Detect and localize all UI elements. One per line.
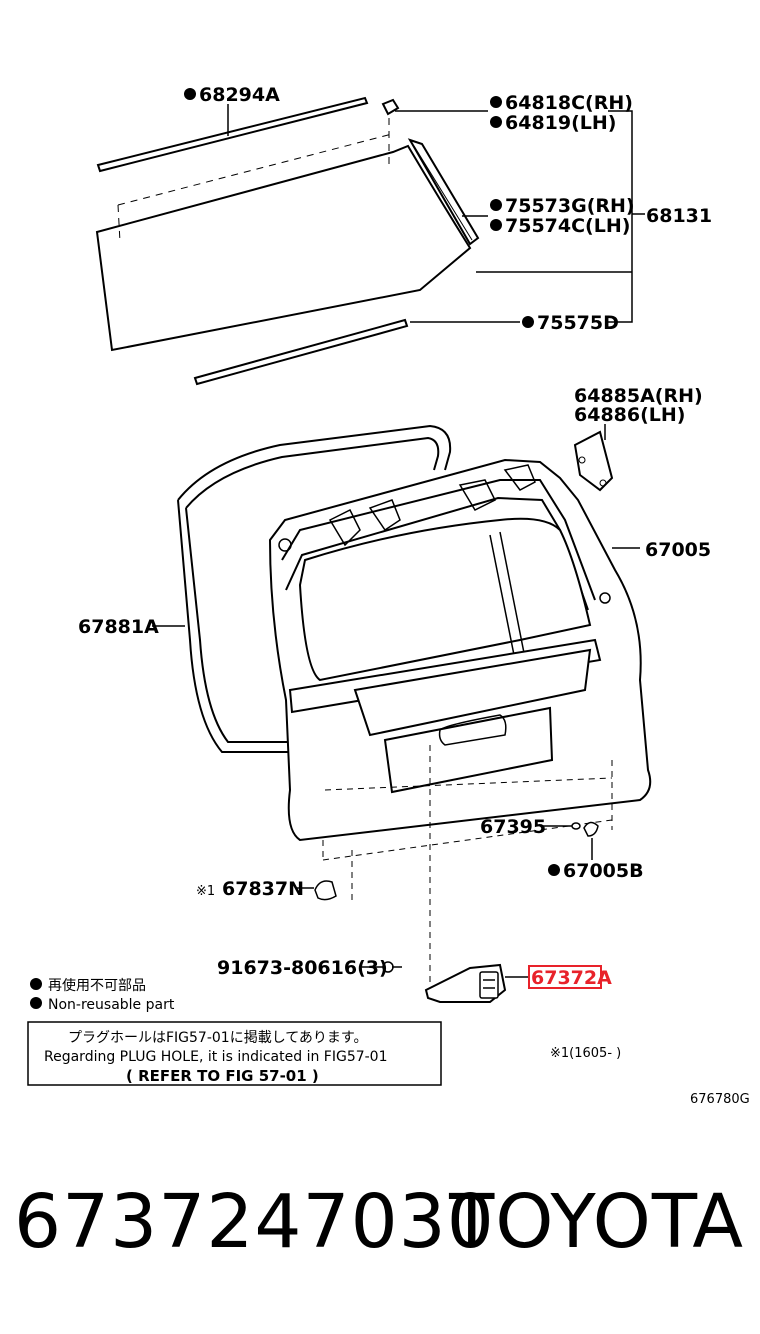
legend-en: Non-reusable part: [48, 997, 175, 1013]
label-hinge-cover-lh: 64819(LH): [505, 112, 616, 134]
label-footnote: ※1(1605- ): [550, 1046, 621, 1061]
callout-labels: 68294A 64818C(RH) 64819(LH) 75573G(RH) 7…: [78, 84, 750, 1107]
brand-caption: TOYOTA: [449, 1179, 744, 1265]
label-back-door-panel: 67005: [645, 539, 711, 561]
legend: 再使用不可部品 Non-reusable part: [30, 977, 175, 1013]
label-bolt: 91673-80616(3): [217, 957, 388, 979]
note-box: プラグホールはFIG57-01に掲載してあります。 Regarding PLUG…: [27, 1021, 442, 1086]
label-hinge-cover-rh: 64818C(RH): [505, 92, 633, 114]
note-en: Regarding PLUG HOLE, it is indicated in …: [44, 1049, 388, 1065]
highlight-box: [528, 965, 602, 989]
label-cushion: 67395: [480, 816, 546, 838]
label-stopper-lh: 64886(LH): [574, 404, 685, 426]
label-lower-molding: 75575D: [537, 312, 619, 334]
nonreusable-marker: [490, 199, 502, 211]
legend-jp: 再使用不可部品: [48, 977, 146, 994]
label-illustration-code: 676780G: [690, 1092, 750, 1107]
label-stopper-rh: 64885A(RH): [574, 385, 703, 407]
label-clip-prefix: ※1: [196, 884, 215, 899]
label-bracket-highlighted: 67372A: [531, 967, 612, 989]
nonreusable-marker: [522, 316, 534, 328]
label-side-molding-rh: 75573G(RH): [505, 195, 635, 217]
label-plug: 67005B: [563, 860, 644, 882]
small-parts: [314, 821, 599, 1003]
label-side-molding-lh: 75574C(LH): [505, 215, 630, 237]
nonreusable-marker: [490, 96, 502, 108]
label-molding-top: 68294A: [199, 84, 280, 106]
nonreusable-marker: [30, 997, 42, 1009]
leader-lines: [152, 104, 645, 978]
note-jp: プラグホールはFIG57-01に掲載してあります。: [68, 1030, 367, 1046]
nonreusable-marker: [490, 219, 502, 231]
nonreusable-marker: [30, 978, 42, 990]
nonreusable-marker: [548, 864, 560, 876]
nonreusable-marker: [184, 88, 196, 100]
label-weatherstrip: 67881A: [78, 616, 159, 638]
window-glass-illustration: [95, 96, 480, 386]
label-glass-assy: 68131: [646, 205, 712, 227]
note-ref: ( REFER TO FIG 57-01 ): [126, 1067, 319, 1085]
label-clip: 67837N: [222, 878, 304, 900]
back-door-illustration: [177, 424, 652, 985]
nonreusable-marker: [490, 116, 502, 128]
parts-diagram: 68294A 64818C(RH) 64819(LH) 75573G(RH) 7…: [27, 84, 750, 1107]
part-number-caption: 6737247030: [14, 1179, 495, 1265]
